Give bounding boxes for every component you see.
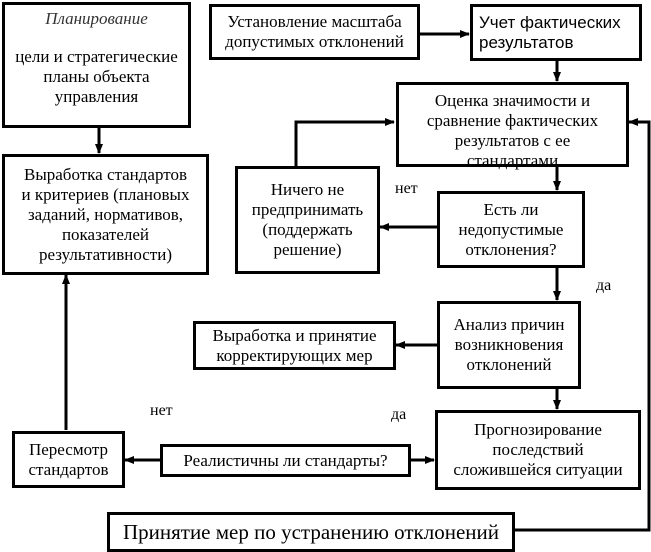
- analysis-causes-line: возникновения: [454, 335, 564, 354]
- analysis-causes-line: Анализ причин: [453, 315, 565, 334]
- eliminate-deviations-line: Принятие мер по устранению отклонений: [122, 520, 500, 544]
- planning-line: управления: [54, 87, 139, 106]
- develop-standards-line: заданий, нормативов,: [27, 204, 184, 224]
- develop-standards-line: Выработка стандартов: [24, 164, 187, 184]
- do-nothing-line: Ничего не: [270, 180, 345, 199]
- corrective-measures-line: Выработка и принятие: [212, 325, 377, 345]
- set-scale-box: Установление масштаба допустимых отклоне…: [209, 4, 420, 60]
- evaluation-line: Оценка значимости и: [434, 91, 591, 110]
- do-nothing-line: решение): [273, 240, 342, 259]
- realistic-standards-box: Реалистичны ли стандарты?: [160, 444, 411, 477]
- unacceptable-deviations-line: недопустимые: [458, 219, 564, 239]
- planning-line: цели и стратегические: [15, 47, 178, 66]
- do-nothing-line: (поддержать: [262, 220, 353, 239]
- actual-results-line: результатов: [479, 32, 574, 52]
- set-scale-line: допустимых отклонений: [225, 32, 404, 51]
- unacceptable-deviations-box: Есть ли недопустимые отклонения?: [437, 191, 585, 268]
- analysis-causes-box: Анализ причин возникновения отклонений: [437, 301, 581, 389]
- develop-standards-line: результативности): [38, 244, 172, 264]
- realistic-standards-line: Реалистичны ли стандарты?: [183, 450, 388, 470]
- develop-standards-box: Выработка стандартов и критериев (планов…: [2, 154, 209, 275]
- edge-label-yes-realistic: да: [391, 406, 407, 423]
- planning-heading: Планирование: [45, 9, 148, 28]
- do-nothing-box: Ничего не предпринимать (поддержать реше…: [235, 166, 380, 274]
- planning-box: Планирование цели и стратегические планы…: [2, 2, 191, 128]
- unacceptable-deviations-line: Есть ли: [483, 199, 539, 219]
- forecasting-line: последствий: [492, 440, 584, 459]
- edge-label-yes-deviation: да: [596, 277, 612, 294]
- edge-label-no-realistic: нет: [150, 402, 173, 419]
- evaluation-line: стандартами: [466, 151, 559, 170]
- evaluation-box: Оценка значимости и сравнение фактически…: [396, 82, 629, 170]
- actual-results-line: Учет фактических: [479, 12, 621, 32]
- develop-standards-line: и критериев (плановых: [21, 184, 190, 204]
- set-scale-line: Установление масштаба: [227, 12, 402, 31]
- corrective-measures-box: Выработка и принятие корректирующих мер: [193, 321, 396, 370]
- develop-standards-line: показателей: [61, 224, 150, 244]
- do-nothing-line: предпринимать: [251, 200, 364, 219]
- analysis-causes-line: отклонений: [466, 355, 552, 374]
- revise-standards-line: Пересмотр: [28, 439, 108, 459]
- revise-standards-line: стандартов: [28, 459, 109, 479]
- arrow-nothing-to-evaluation: [294, 118, 395, 166]
- revise-standards-box: Пересмотр стандартов: [12, 431, 125, 488]
- arrow-eliminate-to-evaluation: [514, 118, 651, 532]
- forecasting-box: Прогнозирование последствий сложившейся …: [435, 410, 641, 490]
- unacceptable-deviations-line: отклонения?: [465, 239, 557, 259]
- corrective-measures-line: корректирующих мер: [216, 345, 373, 365]
- evaluation-line: результатов с ее: [454, 131, 571, 150]
- forecasting-line: сложившейся ситуации: [453, 460, 623, 479]
- planning-line: планы объекта: [43, 67, 150, 86]
- eliminate-deviations-box: Принятие мер по устранению отклонений: [107, 512, 515, 552]
- evaluation-line: сравнение фактических: [426, 111, 599, 130]
- actual-results-box: Учет фактических результатов: [470, 4, 642, 61]
- forecasting-line: Прогнозирование: [474, 420, 602, 439]
- edge-label-no-deviation: нет: [395, 180, 418, 197]
